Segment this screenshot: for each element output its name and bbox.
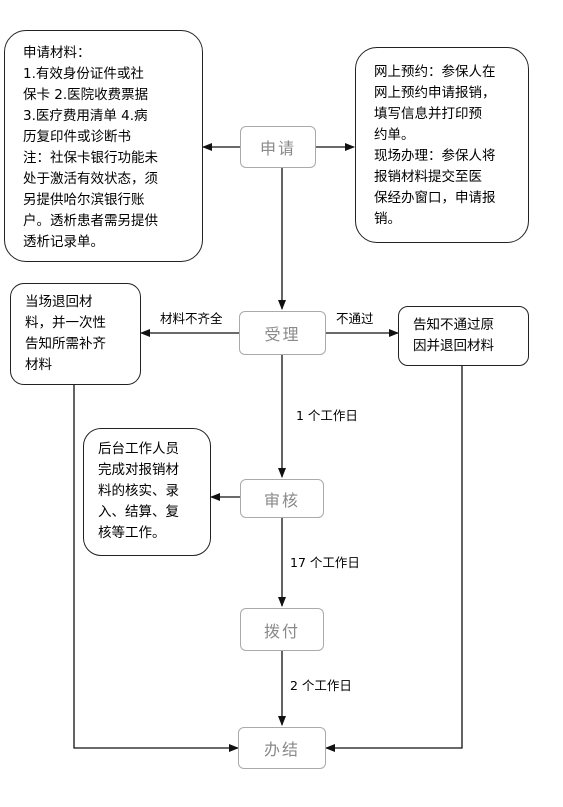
materials-note: 申请材料： 1.有效身份证件或社 保卡 2.医院收费票据 3.医疗费用清单 4.… [4,30,203,262]
channels-line: 销。 [374,211,401,227]
step-review: 审核 [240,479,324,518]
materials-line: 3.医疗费用清单 4.病 [23,108,148,124]
materials-line: 历复印件或诊断书 [23,129,131,145]
step-review-label: 审核 [263,490,300,510]
channels-line: 保经办窗口，申请报 [374,190,496,206]
materials-line: 保卡 2.医院收费票据 [23,87,149,103]
materials-line: 注：社保卡银行功能未 [23,150,158,166]
rejected-line: 因并退回材料 [413,338,494,354]
step-pay: 拨付 [240,608,324,651]
label-fail: 不通过 [336,311,374,326]
channels-note: 网上预约：参保人在 网上预约申请报销， 填写信息并打印预 约单。 现场办理：参保… [355,47,529,243]
step-apply-label: 申请 [259,139,296,158]
materials-line: 户。透析患者需另提供 [23,213,158,229]
incomplete-line: 当场退回材 [25,294,93,310]
materials-line: 另提供哈尔滨银行账 [23,192,145,208]
materials-line: 申请材料： [23,45,91,61]
label-incomplete: 材料不齐全 [160,311,223,326]
materials-line: 处于激活有效状态，须 [23,171,158,187]
arrow-rejected-to-done [325,366,463,752]
channels-line: 现场办理：参保人将 [374,148,496,164]
rejected-note: 告知不通过原 因并退回材料 [398,306,529,366]
step-accept: 受理 [239,311,326,355]
incomplete-note: 当场退回材 料，并一次性 告知所需补齐 材料 [10,283,141,385]
channels-line: 填写信息并打印预 [374,106,482,122]
channels-line: 网上预约申请报销， [374,85,496,101]
step-accept-label: 受理 [264,325,301,344]
backoffice-line: 料的核实、录 [98,483,179,499]
incomplete-line: 料，并一次性 [25,315,106,331]
incomplete-line: 材料 [25,357,52,373]
backoffice-line: 完成对报销材 [98,462,179,478]
materials-line: 透析记录单。 [23,234,104,250]
backoffice-note: 后台工作人员 完成对报销材 料的核实、录 入、结算、复 核等工作。 [83,428,211,556]
materials-line: 1.有效身份证件或社 [23,66,144,82]
backoffice-line: 后台工作人员 [98,441,179,457]
step-pay-label: 拨付 [263,621,300,641]
step-apply: 申请 [240,126,316,168]
channels-line: 约单。 [374,127,415,143]
backoffice-line: 入、结算、复 [98,504,179,520]
incomplete-line: 告知所需补齐 [25,336,106,352]
step-done-label: 办结 [263,740,300,759]
channels-line: 报销材料提交至医 [374,169,482,185]
label-day17: 17 个工作日 [290,555,360,570]
label-day1: 1 个工作日 [296,408,358,423]
backoffice-line: 核等工作。 [98,525,166,541]
step-done: 办结 [238,727,326,769]
arrow-incomplete-to-done [73,385,239,752]
channels-line: 网上预约：参保人在 [374,64,496,80]
label-day2: 2 个工作日 [290,678,352,693]
rejected-line: 告知不通过原 [413,317,494,333]
